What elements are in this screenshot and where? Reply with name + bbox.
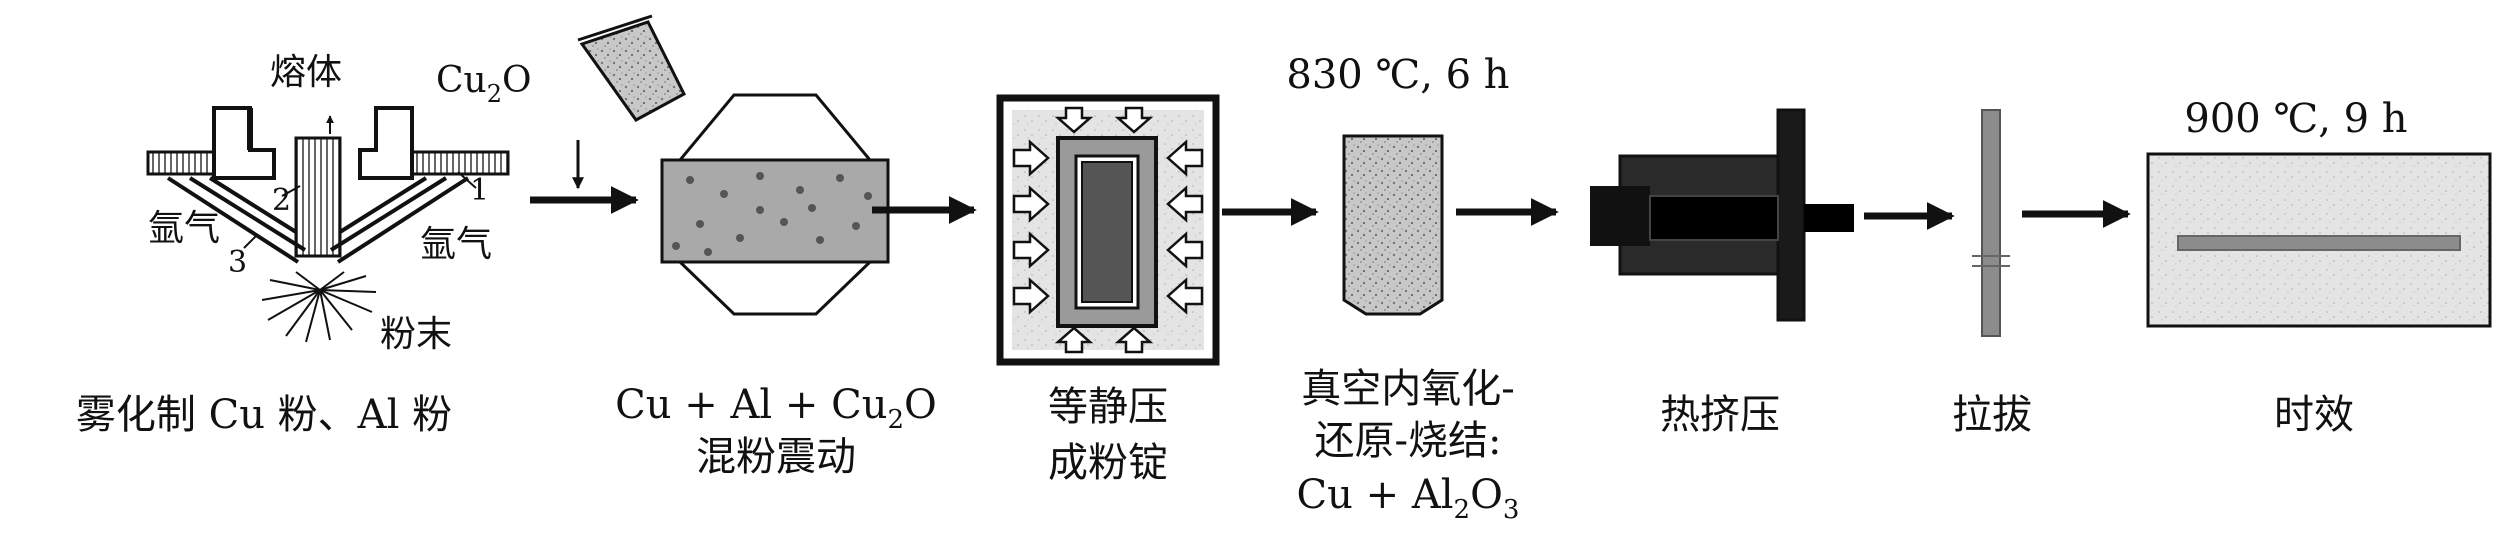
sintered-ingot xyxy=(1342,134,1444,316)
aging-caption: 时效 xyxy=(2274,392,2354,438)
extrusion-caption: 热挤压 xyxy=(1660,392,1780,438)
drawing-step: 拉拔 xyxy=(1952,109,2032,438)
mix-particles xyxy=(672,172,872,256)
isostatic-step: 等静压 成粉锭 xyxy=(996,94,1220,486)
drawing-caption: 拉拔 xyxy=(1952,392,2032,438)
atomization-caption: 雾化制 Cu 粉、Al 粉 xyxy=(76,392,452,438)
argon-left-label: 氩气 xyxy=(148,208,220,249)
extrusion-die xyxy=(1776,108,1806,322)
melt-label: 熔体 xyxy=(270,52,342,93)
sintering-condition: 830 ℃, 6 h xyxy=(1286,52,1509,98)
cu2o-label: Cu2O xyxy=(436,60,532,108)
powder-mix xyxy=(660,158,890,264)
argon-right-label: 氩气 xyxy=(420,224,492,265)
atomization-step: 熔体 Cu2O 氩气 氩气 粉末 1 2 3 雾化制 Cu 粉、Al 粉 xyxy=(76,14,686,438)
cu2o-beaker xyxy=(572,14,686,190)
powder-spray xyxy=(261,271,377,343)
mixing-caption-line2: 混粉震动 xyxy=(696,434,856,480)
mixing-step: Cu + Al + Cu2O 混粉震动 xyxy=(615,93,937,480)
label-num-2: 2 xyxy=(272,183,291,218)
sintering-step: 830 ℃, 6 h 真空内氧化- 还原-烧结: Cu + Al2O3 xyxy=(1286,52,1519,525)
argon-channels xyxy=(166,176,470,264)
melt-column xyxy=(294,136,342,258)
mixing-caption-line1: Cu + Al + Cu2O xyxy=(615,382,937,435)
label-num-1: 1 xyxy=(470,173,489,208)
sintering-caption-line3: Cu + Al2O3 xyxy=(1297,472,1520,525)
drawn-wire xyxy=(1981,109,2001,337)
powder-label: 粉末 xyxy=(380,314,452,355)
label-num-3: 3 xyxy=(228,245,247,280)
isostatic-caption-line2: 成粉锭 xyxy=(1048,440,1168,486)
extruded-bar xyxy=(1804,204,1854,232)
atomizer-right-plate xyxy=(358,106,510,180)
aging-condition: 900 ℃, 9 h xyxy=(2184,96,2407,142)
isostatic-caption-line1: 等静压 xyxy=(1048,384,1168,430)
pressure-arrows xyxy=(1012,106,1204,354)
extrusion-step: 热挤压 xyxy=(1590,108,1854,438)
atomizer-left-plate xyxy=(146,106,276,180)
aging-step: 900 ℃, 9 h 时效 xyxy=(2146,96,2492,438)
aged-rod xyxy=(2177,235,2461,251)
sintering-caption-line2: 还原-烧结: xyxy=(1315,418,1502,464)
extrusion-ram xyxy=(1590,186,1650,246)
sintering-caption-line1: 真空内氧化- xyxy=(1301,366,1515,412)
